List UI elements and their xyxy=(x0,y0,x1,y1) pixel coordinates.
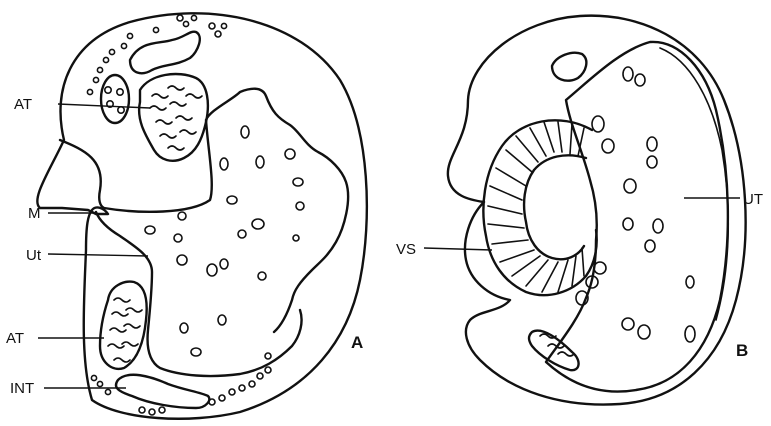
panel-a-outer-wall xyxy=(37,13,367,418)
panel-b-label-ut: UT xyxy=(743,191,763,208)
panel-a-letter: A xyxy=(351,333,363,352)
panel-a: AT M Ut AT INT A xyxy=(6,13,367,418)
panel-a-label-at-lower: AT xyxy=(6,330,24,347)
panel-a-small-gland-cell xyxy=(118,107,124,113)
panel-a-leader-ut xyxy=(48,254,148,256)
panel-a-inner-cavity xyxy=(96,212,302,376)
panel-a-label-m: M xyxy=(28,205,41,222)
panel-a-label-int: INT xyxy=(10,380,34,397)
panel-b-cells xyxy=(576,67,695,342)
panel-b-letter: B xyxy=(736,341,748,360)
panel-b-inner-wall xyxy=(546,42,728,392)
panel-b-label-vs: VS xyxy=(396,241,416,258)
panel-a-lower-at-mass xyxy=(100,282,147,369)
panel-a-label-ut: Ut xyxy=(26,247,42,264)
panel-a-small-gland xyxy=(101,75,129,123)
panel-b-top-gland xyxy=(552,53,586,81)
panel-b-leader-vs xyxy=(424,248,492,250)
panel-b-vs-inner xyxy=(524,155,586,259)
panel-a-label-at-upper: AT xyxy=(14,96,32,113)
panel-a-small-gland-cell xyxy=(117,89,123,95)
panel-a-at-hatching xyxy=(108,86,202,362)
panel-a-lower-intestine xyxy=(116,375,209,408)
panel-a-top-intestine xyxy=(130,32,200,74)
panel-a-small-gland-cell xyxy=(105,87,111,93)
panel-a-leader-at-upper xyxy=(58,104,150,108)
panel-b: VS UT B xyxy=(396,16,763,405)
